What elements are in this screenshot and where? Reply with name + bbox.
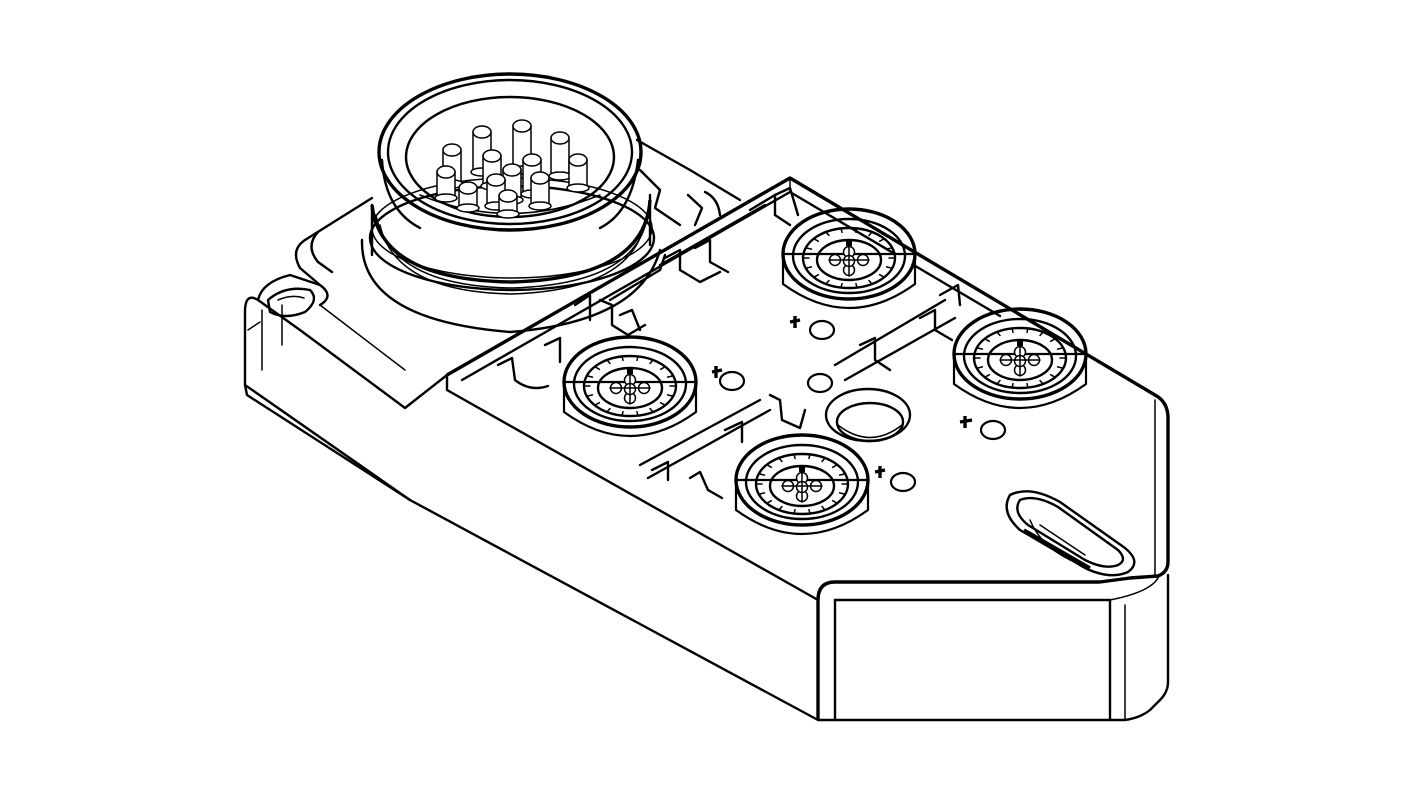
connector-pin: [528, 171, 552, 211]
center-mounting-hole: [824, 387, 912, 443]
led-port-bottom: [874, 466, 917, 493]
m12-socket-port-2: [562, 335, 698, 437]
led-port-left: [711, 366, 746, 392]
connector-pin: [496, 189, 520, 219]
m12-socket-port-1: [781, 207, 917, 309]
port-sockets: [562, 207, 1088, 535]
m12-socket-port-3: [952, 307, 1088, 409]
led-power: [806, 372, 834, 394]
connector-pin: [456, 181, 480, 213]
right-housing: [243, 176, 1170, 722]
connector-pin: [566, 153, 590, 193]
left-housing: [243, 138, 742, 502]
status-leds: [711, 316, 1007, 493]
connector-pin: [548, 131, 572, 181]
connector-pin: [434, 165, 458, 203]
led-port-top: [789, 316, 836, 341]
m12-socket-port-4: [734, 433, 870, 535]
oval-mounting-slot: [1005, 490, 1136, 577]
home-run-connector: [360, 72, 662, 334]
connector-pins: [434, 119, 590, 219]
led-port-right: [959, 416, 1007, 441]
latch-clips: [496, 186, 962, 500]
